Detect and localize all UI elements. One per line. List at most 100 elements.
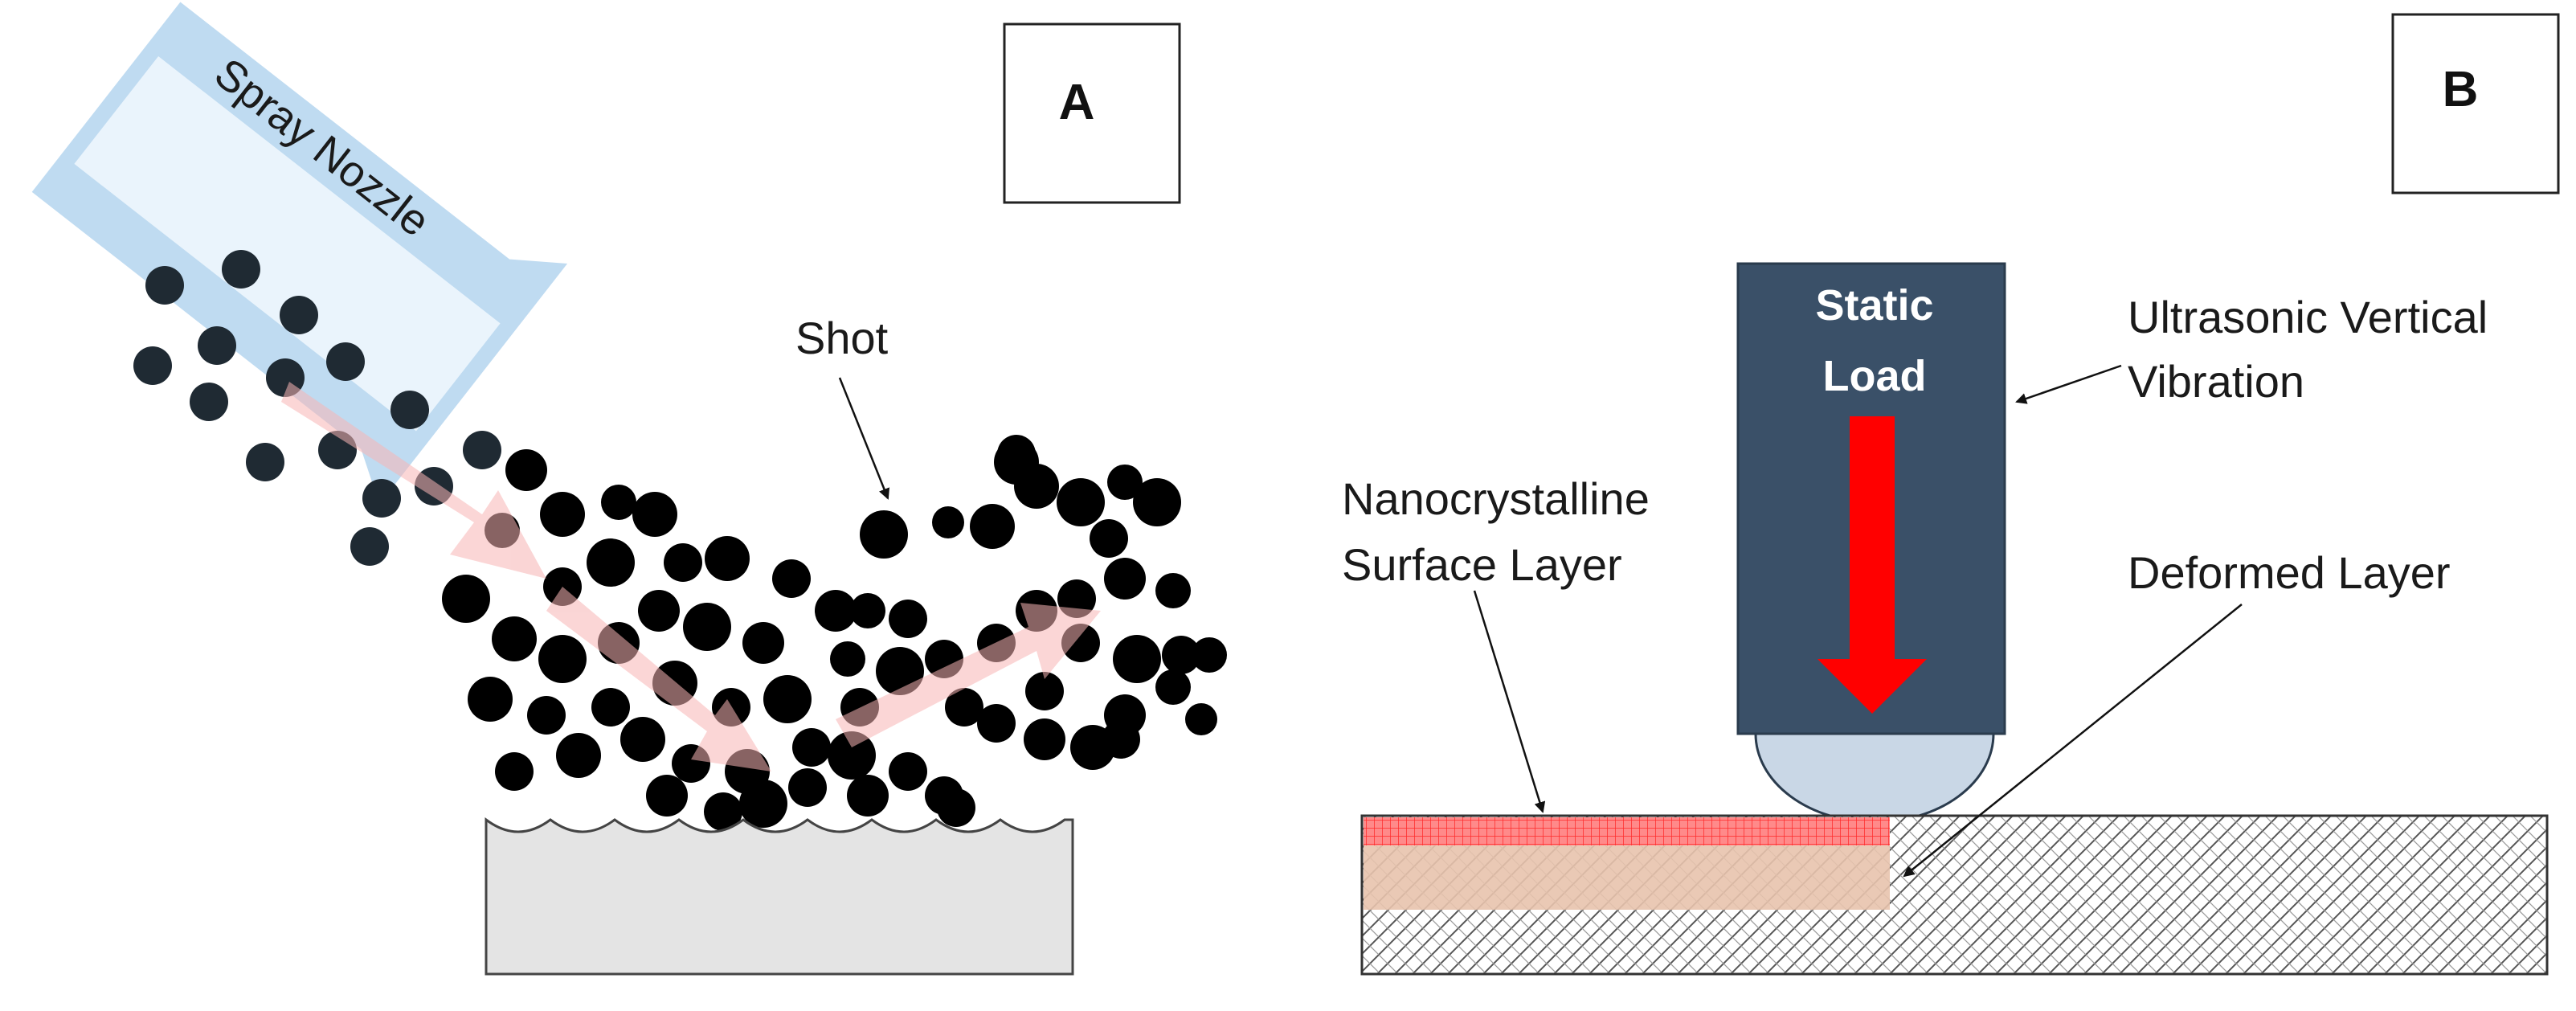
shot-particle [326, 342, 365, 381]
shot-particle [1133, 478, 1181, 526]
shot-pointer [838, 377, 890, 500]
shot-particle [638, 590, 680, 632]
static-load-line1: Static [1815, 281, 1933, 329]
shot-particle [556, 733, 601, 778]
shot-particle [198, 326, 236, 365]
deformed-layer-label: Deformed Layer [2128, 547, 2451, 598]
shot-particle [860, 510, 908, 559]
workpiece-a-body [485, 817, 1074, 976]
shot-particle [362, 479, 401, 518]
shot-particle [945, 688, 983, 727]
shot-particle [505, 449, 547, 491]
trajectory-arrow-down [546, 587, 771, 772]
shot-particle [495, 752, 534, 791]
tool-tip [1754, 732, 1995, 824]
shot-particle [970, 504, 1015, 549]
shot-label: Shot [795, 313, 889, 363]
shot-particle [977, 704, 1016, 743]
shot-particle [742, 622, 784, 664]
nozzle-inner [74, 55, 501, 432]
shot-particle [390, 391, 429, 429]
shot-particle [683, 603, 731, 651]
shot-particle [1104, 558, 1146, 600]
shot-particle [792, 728, 831, 767]
shot-particle [1090, 519, 1128, 558]
shot-particle [246, 443, 284, 481]
shot-particle [133, 346, 172, 385]
shot-trajectory [281, 382, 1101, 772]
shot-particle [828, 731, 876, 780]
shot-particle [847, 775, 889, 817]
shot-particle [587, 538, 635, 587]
panel-a-badge-letter: A [1059, 75, 1095, 130]
shot-particle [620, 717, 665, 762]
static-load-line2: Load [1823, 352, 1927, 400]
panel-a-badge: A [1003, 23, 1181, 204]
nano-label-line1: Nanocrystalline [1342, 473, 1650, 524]
shot-particle [350, 527, 389, 566]
nano-label-line2: Surface Layer [1342, 539, 1622, 590]
shot-particle [1025, 672, 1064, 710]
shot-particle [1102, 720, 1140, 759]
panel-a: A Spray Nozzle Shot [31, 2, 1227, 976]
nanocrystalline-layer-region [1364, 817, 1890, 845]
shot-particle [190, 383, 228, 421]
shot-particle [601, 485, 636, 520]
shot-particle [527, 696, 566, 735]
shot-particle [889, 752, 927, 791]
shot-particle [646, 775, 688, 817]
shot-particle [937, 788, 975, 827]
vibration-pointer [2015, 364, 2122, 404]
load-arrow-icon [1818, 416, 1927, 714]
shot-particle [763, 675, 812, 723]
ultrasonic-tool: Static Load [1736, 262, 2006, 824]
vibration-label-line2: Vibration [2128, 356, 2304, 407]
trajectory-arrow-up [836, 603, 1101, 747]
shot-particle [830, 641, 865, 677]
panel-b: B Static Load Ultrasonic Vertical Vibrat… [1342, 13, 2560, 976]
shot-particle [442, 575, 490, 623]
shot-particle [932, 506, 964, 538]
vibration-label-line1: Ultrasonic Vertical [2128, 292, 2488, 342]
shot-particle [538, 635, 587, 683]
shot-particle [1192, 637, 1227, 673]
shot-particle [850, 593, 885, 628]
shot-particle [1185, 703, 1217, 735]
deformed-layer-region [1364, 845, 1890, 910]
shot-particle [739, 780, 787, 828]
shot-particle [664, 543, 702, 582]
shot-particle [815, 590, 857, 632]
shot-particle [1113, 635, 1161, 683]
shot-particle [591, 688, 630, 727]
shot-particle [463, 431, 501, 469]
shot-particle [1024, 718, 1065, 760]
shot-particle [492, 616, 537, 661]
trajectory-arrow-incoming [281, 382, 546, 579]
shot-particle [704, 792, 742, 831]
shot-particle [540, 492, 585, 537]
workpiece-b [1360, 814, 2549, 976]
panel-b-badge-letter: B [2443, 62, 2479, 117]
shot-particle [772, 559, 811, 598]
shot-particle [889, 600, 927, 638]
shot-particle [1057, 478, 1105, 526]
shot-particle [468, 677, 513, 722]
nano-pointer [1473, 590, 1546, 813]
deformed-pointer [1903, 604, 2243, 878]
shot-particle [997, 435, 1036, 473]
workpiece-a [485, 817, 1074, 976]
shot-particle [222, 250, 260, 289]
shot-particles [133, 250, 1227, 831]
shot-particle [1155, 573, 1191, 608]
shot-particle [788, 768, 827, 807]
panel-b-badge: B [2391, 13, 2560, 194]
shot-particle [705, 536, 750, 581]
shot-particle [632, 492, 677, 537]
shot-particle [1155, 669, 1191, 705]
shot-particle [1107, 465, 1143, 500]
shot-particle [145, 266, 184, 305]
shot-particle [280, 296, 318, 334]
shot-particle [1162, 636, 1200, 674]
spray-nozzle: Spray Nozzle [31, 2, 568, 505]
